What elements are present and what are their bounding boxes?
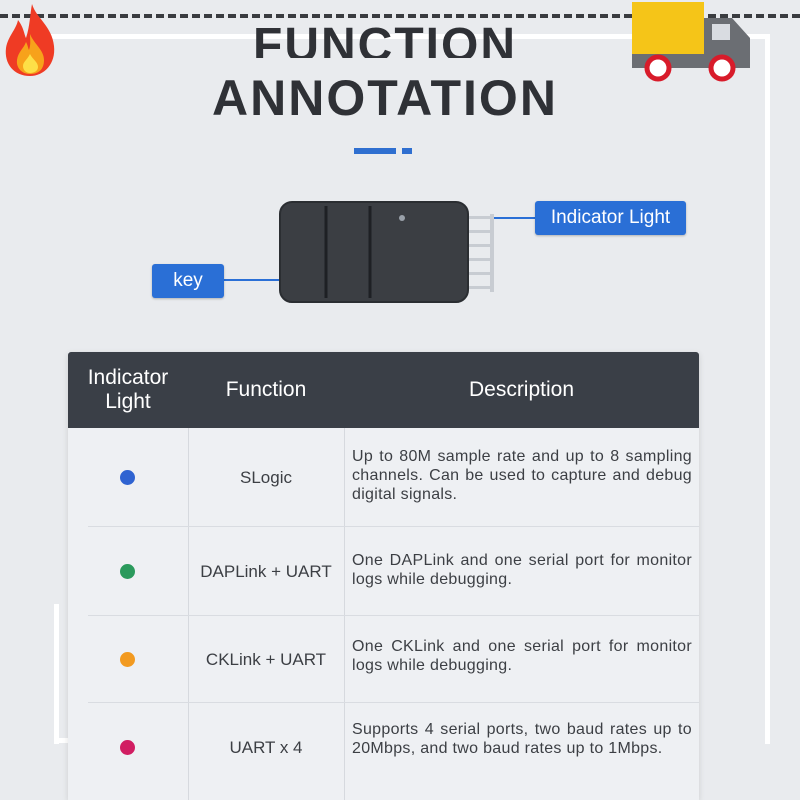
frame-right — [765, 34, 770, 744]
device-pins — [464, 214, 494, 292]
header-indicator-light: Indicator Light — [87, 366, 169, 413]
table-row: CKLink + UART One CKLink and one serial … — [68, 616, 699, 702]
fire-icon — [5, 4, 55, 76]
description-cell: One DAPLink and one serial port for moni… — [352, 552, 692, 588]
indicator-dot-orange — [120, 652, 135, 667]
description-cell: Up to 80M sample rate and up to 8 sampli… — [352, 448, 692, 503]
indicator-dot-blue — [120, 470, 135, 485]
description-cell: One CKLink and one serial port for monit… — [352, 638, 692, 674]
header-function: Function — [225, 378, 307, 401]
function-cell: SLogic — [240, 468, 292, 487]
function-cell: UART x 4 — [229, 738, 303, 757]
column-divider — [344, 428, 345, 800]
page-title-line-2: ANNOTATION — [212, 70, 558, 126]
description-cell: Supports 4 serial ports, two baud rates … — [352, 721, 692, 757]
delivery-truck-icon — [632, 2, 750, 82]
indicator-light-led — [399, 215, 405, 221]
page-title-line-1: FUNCTION — [253, 19, 517, 58]
device-body — [280, 202, 468, 302]
function-table: Indicator Light Function Description SLo… — [68, 352, 699, 800]
indicator-dot-green — [120, 564, 135, 579]
key-callout: key — [152, 264, 224, 298]
row-divider — [88, 615, 699, 616]
table-row: UART x 4 Supports 4 serial ports, two ba… — [68, 703, 699, 800]
indicator-dot-pink — [120, 740, 135, 755]
frame-top — [40, 34, 770, 39]
dashed-border — [0, 14, 800, 18]
table-row: SLogic Up to 80M sample rate and up to 8… — [68, 428, 699, 526]
table-row: DAPLink + UART One DAPLink and one seria… — [68, 527, 699, 615]
device-diagram — [224, 201, 536, 303]
frame-left — [54, 604, 59, 744]
title-underline — [354, 148, 412, 154]
indicator-light-callout: Indicator Light — [535, 201, 686, 235]
column-divider — [188, 428, 189, 800]
header-description: Description — [468, 378, 575, 401]
function-cell: DAPLink + UART — [200, 562, 332, 581]
table-header: Indicator Light Function Description — [68, 352, 699, 428]
function-cell: CKLink + UART — [205, 650, 327, 669]
row-divider — [88, 702, 699, 703]
row-divider — [88, 526, 699, 527]
